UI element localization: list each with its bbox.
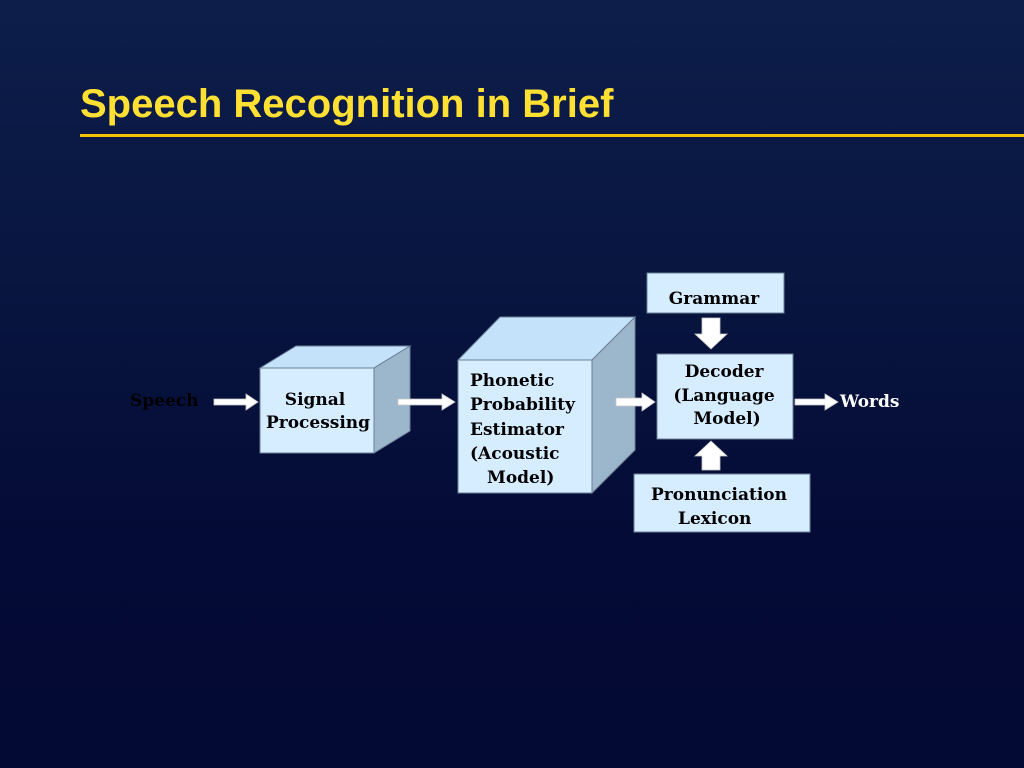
arrow-phonetic-to-decoder	[615, 392, 656, 412]
phonetic-estimator-line-5: Model)	[487, 468, 554, 488]
arrow-signal-to-phonetic	[397, 393, 456, 411]
arrow-lexicon-to-decoder	[693, 440, 729, 471]
pronunciation-lexicon-box: Pronunciation Lexicon	[633, 473, 811, 533]
decoder-line-2: (Language	[673, 386, 775, 406]
grammar-box: Grammar	[646, 272, 785, 314]
phonetic-estimator-front-face	[457, 359, 593, 494]
slide-title: Speech Recognition in Brief	[80, 82, 614, 126]
phonetic-estimator-line-4: (Acoustic	[470, 444, 560, 464]
phonetic-estimator-label: Phonetic Probability Estimator (Acoustic…	[470, 371, 581, 488]
decoder-line-1: Decoder	[685, 362, 765, 382]
signal-processing-front-face	[259, 367, 375, 454]
arrow-decoder-to-words	[794, 393, 839, 411]
grammar-box-rect	[646, 272, 785, 314]
pronunciation-lexicon-line-2: Lexicon	[678, 509, 751, 529]
decoder-box-rect	[656, 353, 794, 440]
signal-processing-cube: Signal Processing	[258, 345, 412, 454]
pronunciation-lexicon-label: Pronunciation Lexicon	[651, 485, 793, 529]
signal-processing-line-1: Signal	[285, 390, 346, 410]
phonetic-estimator-line-1: Phonetic	[470, 371, 554, 391]
phonetic-estimator-line-3: Estimator	[470, 420, 565, 440]
output-label-words: Words	[839, 392, 899, 412]
decoder-box: Decoder (Language Model)	[656, 353, 794, 440]
input-label-speech: Speech	[130, 391, 199, 411]
phonetic-estimator-cube: Phonetic Probability Estimator (Acoustic…	[456, 315, 637, 495]
grammar-label: Grammar	[669, 289, 760, 309]
phonetic-estimator-line-2: Probability	[470, 395, 576, 415]
pronunciation-lexicon-line-1: Pronunciation	[651, 485, 787, 505]
signal-processing-label: Signal Processing	[266, 390, 370, 433]
decoder-line-3: Model)	[693, 409, 760, 429]
title-underline	[80, 134, 1024, 137]
signal-processing-line-2: Processing	[266, 413, 370, 433]
decoder-label: Decoder (Language Model)	[673, 362, 780, 429]
pronunciation-lexicon-rect	[633, 473, 811, 533]
arrow-grammar-to-decoder	[693, 317, 729, 350]
arrow-speech-to-signal	[213, 393, 259, 411]
